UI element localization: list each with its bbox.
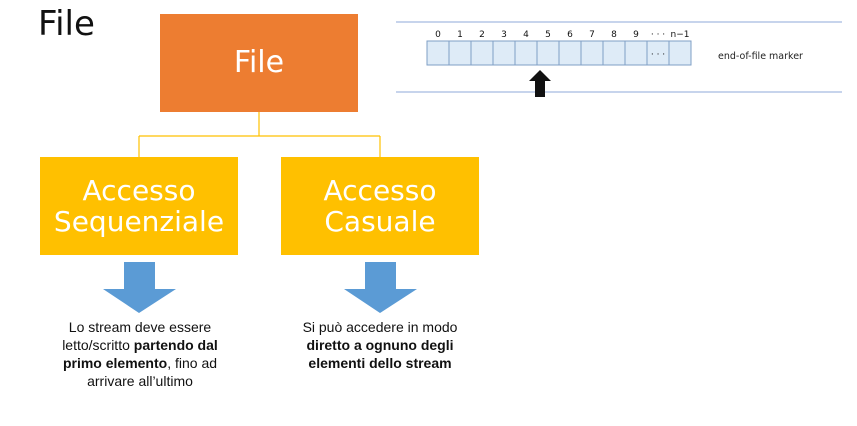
stream-cell [580, 40, 604, 66]
accesso-casuale-box: Accesso Casuale [281, 157, 479, 255]
stream-cell [448, 40, 472, 66]
stream-index-label: 9 [633, 30, 639, 40]
eof-marker-label: end-of-file marker [718, 51, 803, 62]
file-box-label: File [233, 45, 285, 81]
seq-desc-line3b: , fino ad [167, 355, 218, 371]
sequenziale-line2: Sequenziale [53, 205, 225, 238]
seq-desc-line2a: letto/scritto [62, 337, 134, 353]
stream-index-label: 2 [479, 30, 485, 40]
stream-index-label: 7 [589, 30, 595, 40]
stream-cell [558, 40, 582, 66]
stream-index-label: 0 [435, 30, 441, 40]
pointer-arrow-icon [529, 70, 551, 97]
stream-cell [514, 40, 538, 66]
stream-cell [426, 40, 450, 66]
stream-index-label: 4 [523, 30, 529, 40]
cas-desc-line2: diretto a ognuno degli [306, 337, 454, 353]
sequenziale-description: Lo stream deve essere letto/scritto part… [30, 318, 250, 390]
stream-index-label: · · · [651, 30, 665, 40]
seq-desc-line1: Lo stream deve essere [68, 319, 212, 335]
accesso-sequenziale-box: Accesso Sequenziale [40, 157, 238, 255]
seq-desc-line3a: primo elemento [62, 355, 168, 371]
stream-cell [602, 40, 626, 66]
stream-index-label: 3 [501, 30, 507, 40]
stream-cell [624, 40, 648, 66]
down-arrow-casuale [344, 262, 417, 313]
casuale-line2: Casuale [324, 205, 436, 238]
stream-diagram: 0 1 2 3 4 5 6 7 8 9 · · · n−1 · · · end-of-file mar… [396, 21, 842, 97]
down-arrow-sequenziale [103, 262, 176, 313]
stream-cell [536, 40, 560, 66]
sequenziale-line1: Accesso [82, 173, 196, 207]
stream-index-label: 6 [567, 30, 573, 40]
stream-cell [492, 40, 516, 66]
stream-index-label: 5 [545, 30, 551, 40]
stream-index-label: n−1 [671, 30, 690, 40]
casuale-line1: Accesso [323, 173, 437, 207]
casuale-description: Si può accedere in modo diretto a ognuno… [270, 318, 490, 372]
stream-cell [470, 40, 494, 66]
cas-desc-line1: Si può accedere in modo [302, 319, 458, 335]
seq-desc-line2b: partendo dal [133, 337, 218, 353]
cas-desc-line3: elementi dello stream [308, 355, 452, 371]
seq-desc-line4: arrivare all’ultimo [87, 373, 193, 389]
stream-index-label: 8 [611, 30, 617, 40]
slide-title: File [38, 4, 95, 44]
stream-ellipsis: · · · [651, 50, 665, 60]
stream-index-label: 1 [457, 30, 463, 40]
file-box: File [160, 14, 358, 112]
stream-cell [668, 40, 692, 66]
